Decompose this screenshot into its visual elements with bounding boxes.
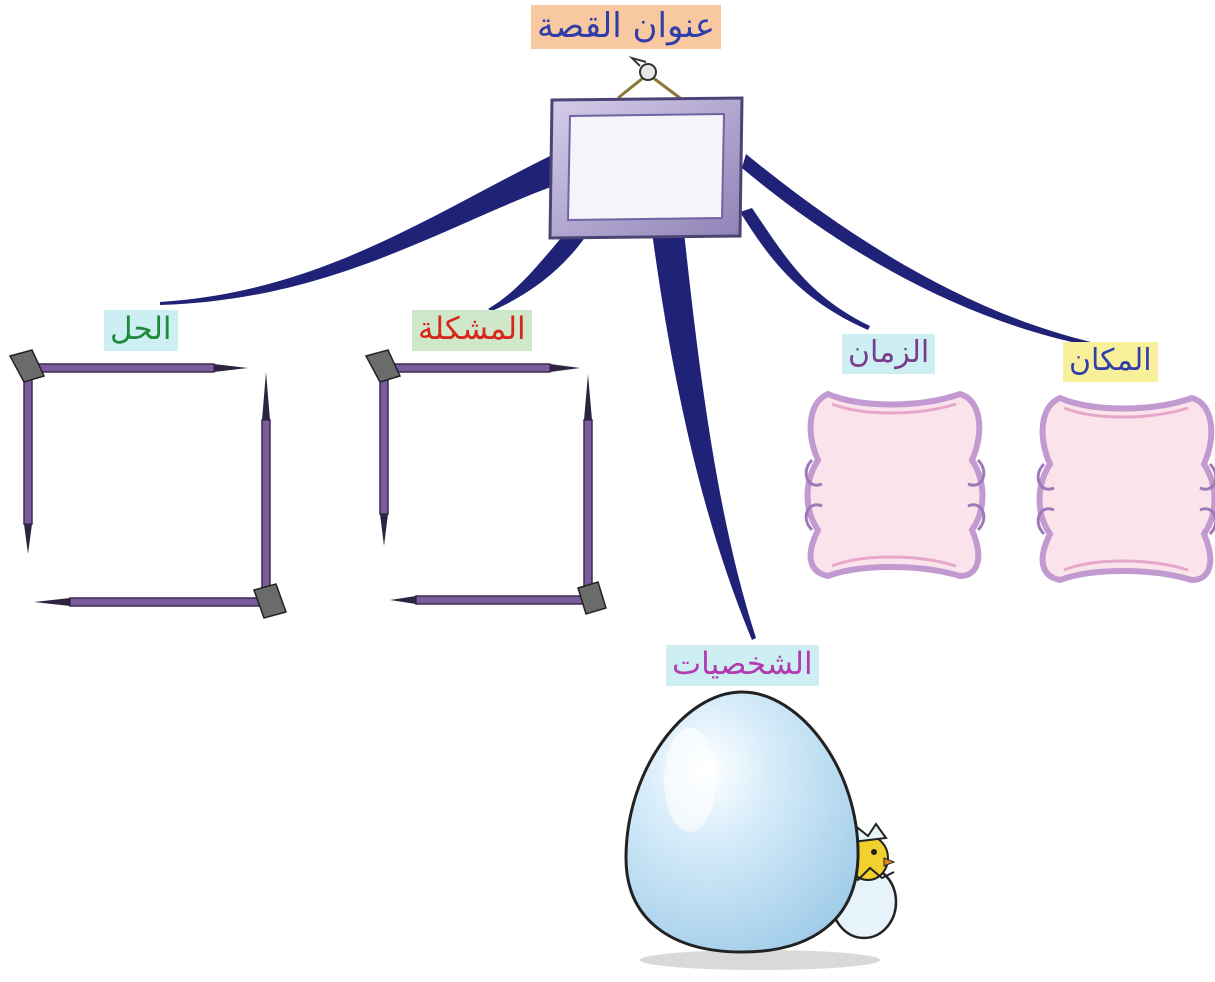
pencil-tip-bottom xyxy=(34,598,70,606)
solution-label: الحل xyxy=(104,310,178,351)
frame-inner xyxy=(566,112,726,222)
pencil-tip-bottom xyxy=(390,596,416,604)
scroll-frame-icon xyxy=(804,390,986,580)
pencil-corner-br xyxy=(577,581,607,615)
scroll-body xyxy=(1036,394,1215,584)
egg-illustration xyxy=(624,690,898,970)
scroll-curl-left xyxy=(804,458,823,532)
pencil-right xyxy=(261,419,271,601)
pencil-right xyxy=(583,419,593,597)
egg-icon xyxy=(624,690,860,954)
pencil-corner-tl xyxy=(8,349,46,383)
pencil-corner-br xyxy=(253,583,287,619)
ribbon-to-solution xyxy=(160,155,556,305)
ribbon-connectors xyxy=(160,154,1091,640)
pencil-bottom xyxy=(69,597,271,607)
title-picture-frame xyxy=(548,55,744,240)
scroll-curl-right xyxy=(967,458,986,532)
pencil-left xyxy=(379,363,389,515)
ribbon-to-characters xyxy=(652,232,756,640)
pencil-tip-top xyxy=(550,364,580,372)
pencil-corner-tl xyxy=(364,349,402,383)
ribbon-to-time xyxy=(740,208,870,330)
pencil-left xyxy=(23,363,33,525)
pencil-tip-right xyxy=(584,374,592,420)
time-label: الزمان xyxy=(842,334,936,374)
chick-beak xyxy=(883,857,896,867)
chick-eye xyxy=(871,849,877,855)
characters-label: الشخصيات xyxy=(666,645,819,686)
scroll-curl-left xyxy=(1036,462,1055,536)
scroll-body xyxy=(804,390,986,580)
place-label: المكان xyxy=(1063,342,1158,382)
story-title-label: عنوان القصة xyxy=(531,5,722,49)
egg-highlight xyxy=(664,728,716,832)
ribbon-to-place xyxy=(742,154,1091,346)
pencil-frame-icon xyxy=(364,349,607,615)
pencil-tip-top xyxy=(214,364,248,372)
pencil-tip-right xyxy=(262,372,270,420)
problem-label: المشكلة xyxy=(412,310,532,351)
scroll-frame-icon xyxy=(1036,394,1215,584)
ribbon-to-problem xyxy=(488,230,586,311)
pencil-frame-icon xyxy=(8,349,287,619)
frame-hook xyxy=(628,55,647,67)
scroll-inner-trim xyxy=(1063,406,1189,572)
egg-shadow xyxy=(640,950,880,970)
scroll-inner-trim xyxy=(831,402,957,568)
pencil-top xyxy=(23,363,215,373)
pencil-tip-left xyxy=(24,524,32,554)
pencil-bottom xyxy=(415,595,593,605)
pencil-top xyxy=(379,363,551,373)
nail-icon xyxy=(639,63,657,81)
pencil-tip-left xyxy=(380,514,388,546)
